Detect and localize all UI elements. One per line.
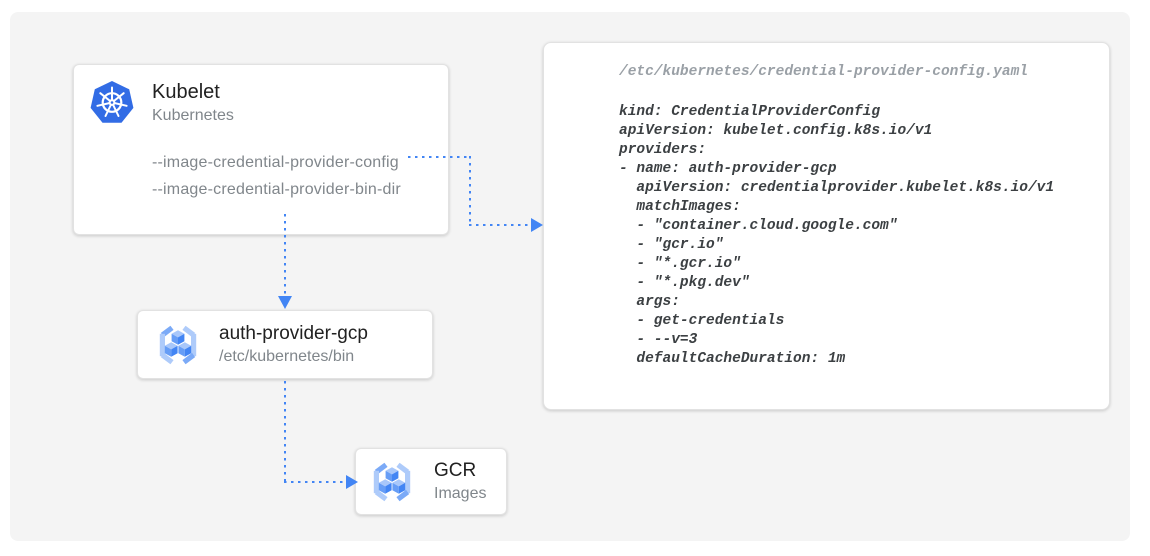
connector-config-to-yaml-segment — [469, 156, 471, 226]
node-gcr: GCR Images — [355, 448, 507, 515]
yaml-code-line: - "*.pkg.dev" — [619, 275, 750, 291]
yaml-code-line: - --v=3 — [619, 332, 698, 348]
gcr-subtitle: Images — [434, 485, 487, 502]
auth-provider-text: auth-provider-gcp /etc/kubernetes/bin — [219, 322, 368, 367]
kubelet-title: Kubelet — [152, 81, 220, 103]
yaml-code-line: apiVersion: credentialprovider.kubelet.k… — [619, 180, 1055, 196]
kubelet-header: Kubelet Kubernetes — [74, 65, 448, 127]
kubelet-header-text: Kubelet Kubernetes — [152, 79, 234, 127]
yaml-code-line: args: — [619, 294, 680, 310]
yaml-code-line: - "gcr.io" — [619, 237, 724, 253]
connector-auth-to-gcr-segment — [284, 381, 286, 482]
yaml-code-line: providers: — [619, 142, 707, 158]
yaml-code-line: - "container.cloud.google.com" — [619, 218, 898, 234]
connector-auth-to-gcr-segment — [284, 481, 346, 483]
yaml-filename: /etc/kubernetes/credential-provider-conf… — [619, 64, 1028, 80]
flag-image-credential-provider-config: --image-credential-provider-config — [152, 154, 399, 171]
auth-provider-subtitle: /etc/kubernetes/bin — [219, 348, 355, 365]
gcr-cubes-icon — [154, 321, 202, 369]
arrowhead-down-icon — [278, 296, 292, 309]
yaml-code-line: apiVersion: kubelet.config.k8s.io/v1 — [619, 123, 933, 139]
connector-config-to-yaml-segment — [469, 224, 531, 226]
yaml-code-line: - get-credentials — [619, 313, 785, 329]
node-kubelet: Kubelet Kubernetes --image-credential-pr… — [73, 64, 449, 235]
yaml-code-line: kind: CredentialProviderConfig — [619, 104, 881, 120]
auth-provider-title: auth-provider-gcp — [219, 323, 368, 344]
yaml-config-panel: /etc/kubernetes/credential-provider-conf… — [543, 42, 1110, 410]
node-auth-provider-gcp: auth-provider-gcp /etc/kubernetes/bin — [137, 310, 433, 379]
gcr-cubes-icon — [368, 458, 416, 506]
connector-kubelet-to-auth-segment — [284, 214, 286, 297]
gcr-text: GCR Images — [434, 459, 486, 504]
yaml-code-line: - "*.gcr.io" — [619, 256, 741, 272]
kubelet-subtitle: Kubernetes — [152, 107, 234, 124]
kubernetes-logo-icon — [90, 81, 134, 123]
connector-config-to-yaml-segment — [408, 156, 469, 158]
yaml-code-line: - name: auth-provider-gcp — [619, 161, 837, 177]
arrowhead-right-icon — [346, 475, 358, 489]
flag-image-credential-provider-bin-dir: --image-credential-provider-bin-dir — [152, 181, 401, 198]
kubelet-flags: --image-credential-provider-config --ima… — [152, 149, 448, 203]
gcr-title: GCR — [434, 460, 477, 481]
yaml-code-lines: kind: CredentialProviderConfig apiVersion… — [619, 103, 1097, 369]
yaml-code-line: defaultCacheDuration: 1m — [619, 351, 846, 367]
arrowhead-right-icon — [531, 218, 543, 232]
yaml-code-line: matchImages: — [619, 199, 741, 215]
